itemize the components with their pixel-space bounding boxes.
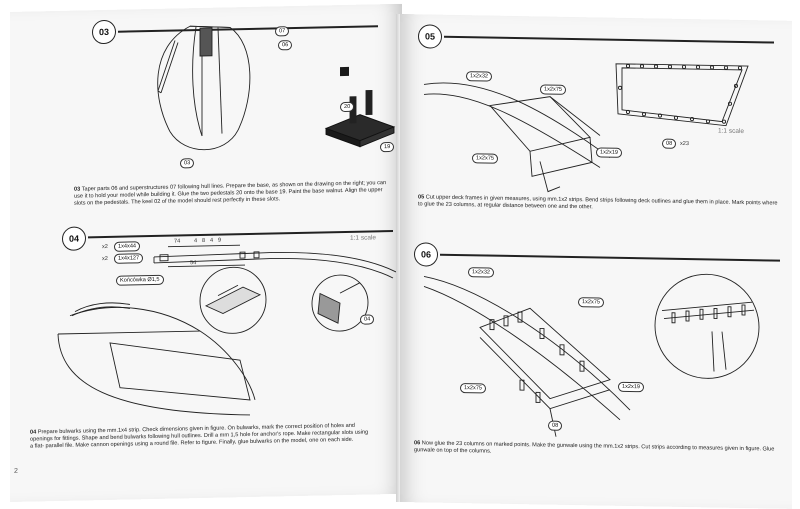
label-1x2x75-b: 1x2x75 <box>460 383 487 394</box>
strip-a-qty: x2 <box>102 243 108 251</box>
hull-drawing <box>157 25 251 151</box>
label-1x2x19: 1x2x19 <box>618 381 645 393</box>
label-1x2x19: 1x2x19 <box>596 147 623 158</box>
step-03: 03 07 06 03 <box>10 4 402 217</box>
step-06: 06 1x2x32 1x2x75 1x2x75 1x2x19 08 <box>400 230 792 497</box>
hull-bulwark-drawing <box>57 302 256 416</box>
step-04: 04 1:1 scale x2 1x4x44 x2 1x4x127 74 4 8… <box>10 212 402 490</box>
scale-label: 1:1 scale <box>718 127 745 136</box>
part-07: 07 <box>275 26 290 37</box>
deck-frame-drawing <box>423 82 611 193</box>
step-number: 03 <box>92 19 116 45</box>
step-number: 06 <box>414 242 438 267</box>
part-03: 03 <box>180 158 195 169</box>
detail-circle-2 <box>311 274 369 332</box>
label-1x2x75-b: 1x2x75 <box>472 153 499 164</box>
column-count: x23 <box>680 140 690 148</box>
part-19: 19 <box>380 141 395 153</box>
step-06-caption: 06 Now glue the 23 columns on marked poi… <box>414 440 775 455</box>
dim-4b: 4 <box>210 237 214 244</box>
deck-outline-drawing <box>615 63 749 127</box>
dim-8: 8 <box>202 237 206 244</box>
step-03-caption: 03 Taper parts 06 and superstructures 07… <box>74 180 387 207</box>
part-08: 08 <box>548 420 563 431</box>
step-number: 05 <box>418 24 442 49</box>
base-stand-drawing <box>324 89 396 148</box>
strip-b-qty: x2 <box>102 255 108 263</box>
step-rule <box>444 35 774 44</box>
step-number: 04 <box>62 226 86 251</box>
hole-label: Końcówka Ø1,5 <box>116 274 164 286</box>
step-05: 05 1x2x32 1x2x75 1x2x75 1x2x19 <box>400 14 792 231</box>
part-06: 06 <box>278 40 293 51</box>
bulwark-strip-drawing <box>153 244 397 279</box>
detail-circle-1 <box>199 266 267 334</box>
step-04-caption: 04 Prepare bulwarks using the mm.1x4 str… <box>30 422 369 450</box>
walnut-swatch <box>340 66 349 77</box>
strip-a-label: 1x4x44 <box>114 241 141 252</box>
label-1x2x75-a: 1x2x75 <box>578 297 605 308</box>
dim-9: 9 <box>218 237 222 244</box>
label-1x2x32: 1x2x32 <box>468 267 495 278</box>
part-08: 08 <box>662 138 677 149</box>
label-1x2x75-a: 1x2x75 <box>540 84 567 95</box>
part-20: 20 <box>340 101 355 113</box>
dim-4a: 4 <box>194 238 198 245</box>
step-rule <box>440 253 780 262</box>
tool-file <box>157 40 179 94</box>
label-1x2x32: 1x2x32 <box>466 71 493 82</box>
strip-b-label: 1x4x127 <box>114 253 144 264</box>
dim-74: 74 <box>174 238 181 245</box>
part-04: 04 <box>360 314 375 325</box>
right-page: 05 1x2x32 1x2x75 1x2x75 1x2x19 <box>400 14 792 509</box>
left-page: 03 07 06 03 <box>10 3 402 503</box>
step-05-caption: 05 Cut upper deck frames in given measur… <box>418 194 778 211</box>
dim-54: 54 <box>190 260 197 267</box>
page-number: 2 <box>14 467 18 475</box>
detail-circle-3 <box>654 273 760 379</box>
gunwale-columns-drawing <box>423 275 631 437</box>
